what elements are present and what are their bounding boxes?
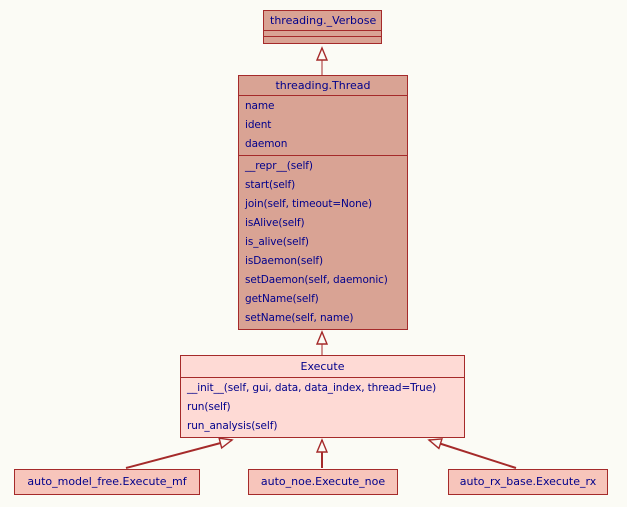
methods-compartment: __repr__(self) start(self) join(self, ti… [239, 156, 407, 329]
class-box-execute-rx: auto_rx_base.Execute_rx [448, 469, 608, 495]
class-method: getName(self) [245, 293, 319, 305]
class-method: setDaemon(self, daemonic) [245, 274, 388, 286]
class-method: isAlive(self) [245, 217, 305, 229]
class-method: run(self) [187, 401, 231, 413]
class-box-threading-thread: threading.Thread name ident daemon __rep… [238, 75, 408, 330]
class-method: isDaemon(self) [245, 255, 324, 267]
methods-compartment: __init__(self, gui, data, data_index, th… [181, 378, 464, 437]
attributes-compartment: name ident daemon [239, 96, 407, 156]
methods-compartment [264, 37, 381, 43]
class-box-execute-noe: auto_noe.Execute_noe [248, 469, 398, 495]
class-box-execute-mf: auto_model_free.Execute_mf [14, 469, 200, 495]
class-name: Execute [181, 356, 464, 378]
class-method: __repr__(self) [245, 160, 313, 172]
class-name: auto_noe.Execute_noe [260, 475, 386, 488]
class-name: auto_model_free.Execute_mf [27, 475, 187, 488]
class-name: threading.Thread [239, 76, 407, 96]
class-method: start(self) [245, 179, 296, 191]
class-box-execute: Execute __init__(self, gui, data, data_i… [180, 355, 465, 438]
class-attribute: daemon [245, 138, 288, 150]
class-method: run_analysis(self) [187, 420, 278, 432]
class-attribute: name [245, 100, 275, 112]
class-attribute: ident [245, 119, 272, 131]
edge-execute-mf-to-execute [125, 440, 232, 469]
class-name: threading._Verbose [264, 11, 381, 31]
class-method: is_alive(self) [245, 236, 309, 248]
class-method: join(self, timeout=None) [245, 198, 373, 210]
edge-execute-rx-to-execute [429, 440, 517, 469]
attributes-compartment [264, 31, 381, 37]
class-method: __init__(self, gui, data, data_index, th… [187, 382, 437, 394]
class-method: setName(self, name) [245, 312, 354, 324]
class-box-threading-verbose: threading._Verbose [263, 10, 382, 44]
class-name: auto_rx_base.Execute_rx [459, 475, 597, 488]
